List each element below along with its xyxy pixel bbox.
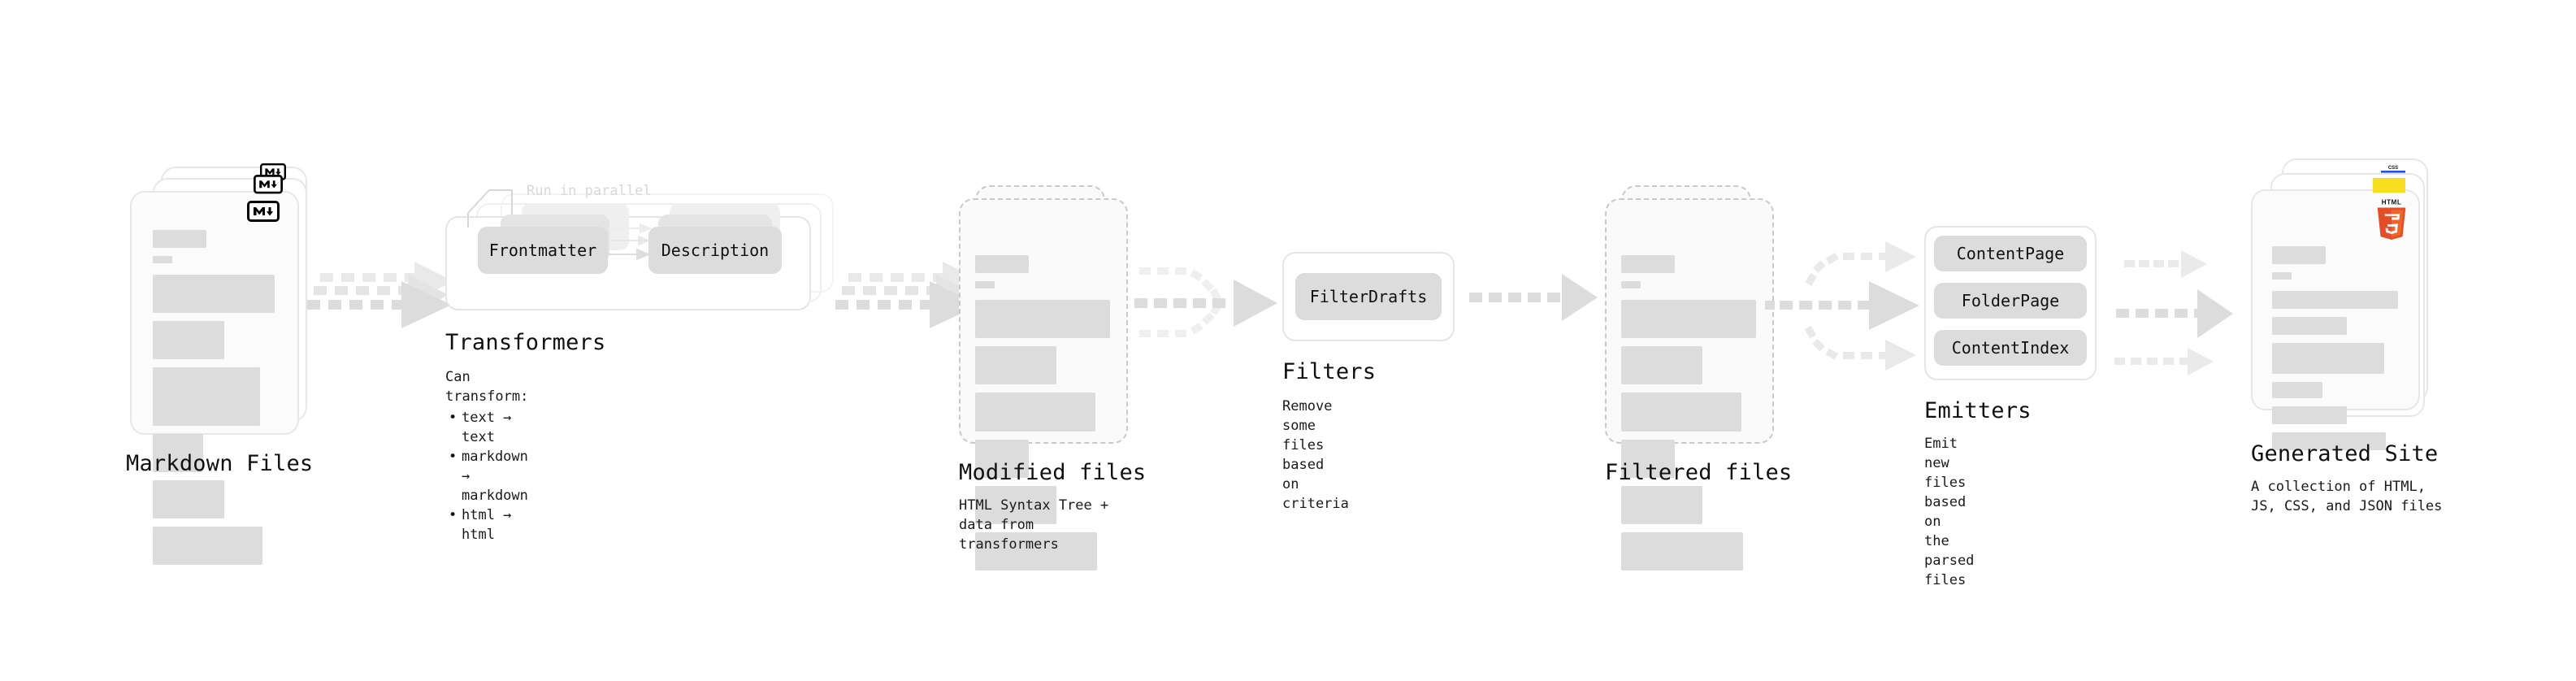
chip-description[interactable]: Description xyxy=(648,227,782,274)
skeleton-bar xyxy=(975,440,1029,478)
stage-subtitle: HTML Syntax Tree + data from transformer… xyxy=(959,497,1109,553)
chip-filterdrafts[interactable]: FilterDrafts xyxy=(1295,273,1442,320)
stage-subtitle: Remove some files based on criteria xyxy=(1282,398,1349,512)
modified-card-stack xyxy=(959,185,1138,570)
skeleton-bar xyxy=(153,434,203,472)
skeleton-bar xyxy=(153,480,224,518)
stage-markdown-files: Markdown Files xyxy=(126,163,317,565)
stage-modified-files: Modified files HTML Syntax Tree + data f… xyxy=(959,185,1146,570)
svg-text:CSS: CSS xyxy=(2388,166,2398,171)
connector-modified-to-filters xyxy=(1134,267,1277,337)
stage-title: Emitters xyxy=(1924,398,2032,423)
markdown-icon xyxy=(247,201,280,222)
connector-emitters-to-site xyxy=(2114,250,2233,375)
skeleton-bar xyxy=(153,275,275,313)
skeleton-bar xyxy=(975,393,1095,432)
skeleton-bar xyxy=(975,281,995,288)
js-icon xyxy=(2373,178,2405,193)
skeleton-bar xyxy=(2272,343,2384,374)
modified-skeleton xyxy=(975,255,1110,579)
skeleton-bar xyxy=(2272,432,2386,450)
transformers-bullets: Can transform: text → text markdown → ma… xyxy=(445,367,528,544)
stage-generated-site: CSS HTML xyxy=(2251,158,2446,514)
skeleton-bar xyxy=(975,486,1056,524)
stage-title: Modified files xyxy=(959,460,1147,485)
skeleton-bar xyxy=(1621,393,1741,432)
chip-frontmatter[interactable]: Frontmatter xyxy=(478,227,608,274)
skeleton-bar xyxy=(153,367,260,426)
chip-contentpage[interactable]: ContentPage xyxy=(1934,236,2087,271)
connector-md-to-transformers xyxy=(307,262,453,328)
bullets-lead: Can transform: xyxy=(445,369,529,405)
skeleton-bar xyxy=(2272,317,2347,335)
skeleton-bar xyxy=(153,321,224,359)
stage-title: Filtered files xyxy=(1605,460,1793,485)
chip-folderpage[interactable]: FolderPage xyxy=(1934,283,2087,319)
skeleton-bar xyxy=(1621,440,1675,478)
list-item: text → text xyxy=(449,408,528,447)
css-icon: CSS xyxy=(2379,162,2407,173)
skeleton-bar xyxy=(2272,272,2292,280)
markdown-card-stack xyxy=(130,163,317,565)
stage-subtitle: A collection of HTML, JS, CSS, and JSON … xyxy=(2251,479,2443,514)
skeleton-bar xyxy=(2272,406,2347,424)
html5-icon: HTML xyxy=(2373,197,2410,240)
stage-subtitle: Emit new files based on the parsed files xyxy=(1924,436,1975,588)
skeleton-bar xyxy=(975,532,1097,570)
skeleton-bar xyxy=(1621,532,1743,570)
skeleton-bar xyxy=(1621,255,1675,273)
connector-filters-to-filtered xyxy=(1469,274,1598,321)
stage-title: Generated Site xyxy=(2251,441,2439,466)
site-skeleton xyxy=(2272,246,2398,458)
skeleton-bar xyxy=(153,230,206,248)
markdown-icon-mid xyxy=(254,175,283,194)
filtered-skeleton xyxy=(1621,255,1756,579)
skeleton-bar xyxy=(1621,486,1702,524)
run-in-parallel-bracket xyxy=(467,189,513,228)
skeleton-bar xyxy=(975,300,1110,338)
stage-title: Transformers xyxy=(445,330,606,355)
skeleton-bar xyxy=(2272,291,2398,309)
skeleton-bar xyxy=(975,255,1029,273)
stage-title: Filters xyxy=(1282,359,1377,384)
list-item: html → html xyxy=(449,505,528,544)
skeleton-bar xyxy=(153,527,262,565)
connector-filtered-to-emitters xyxy=(1765,241,1919,371)
stage-title: Markdown Files xyxy=(126,451,314,476)
skeleton-bar xyxy=(975,346,1056,384)
skeleton-bar xyxy=(153,256,172,263)
skeleton-bar xyxy=(1621,281,1641,288)
skeleton-bar xyxy=(2272,382,2322,398)
svg-text:HTML: HTML xyxy=(2382,199,2402,206)
filtered-card-stack xyxy=(1605,185,1784,570)
site-card-stack: CSS HTML xyxy=(2251,158,2446,450)
chip-contentindex[interactable]: ContentIndex xyxy=(1934,330,2087,366)
list-item: markdown → markdown xyxy=(449,447,528,505)
skeleton-bar xyxy=(1621,346,1702,384)
markdown-skeleton xyxy=(153,230,275,573)
skeleton-bar xyxy=(1621,300,1756,338)
run-in-parallel-label: Run in parallel xyxy=(527,183,652,199)
stage-filtered-files: Filtered files xyxy=(1605,185,1792,570)
skeleton-bar xyxy=(2272,246,2326,264)
